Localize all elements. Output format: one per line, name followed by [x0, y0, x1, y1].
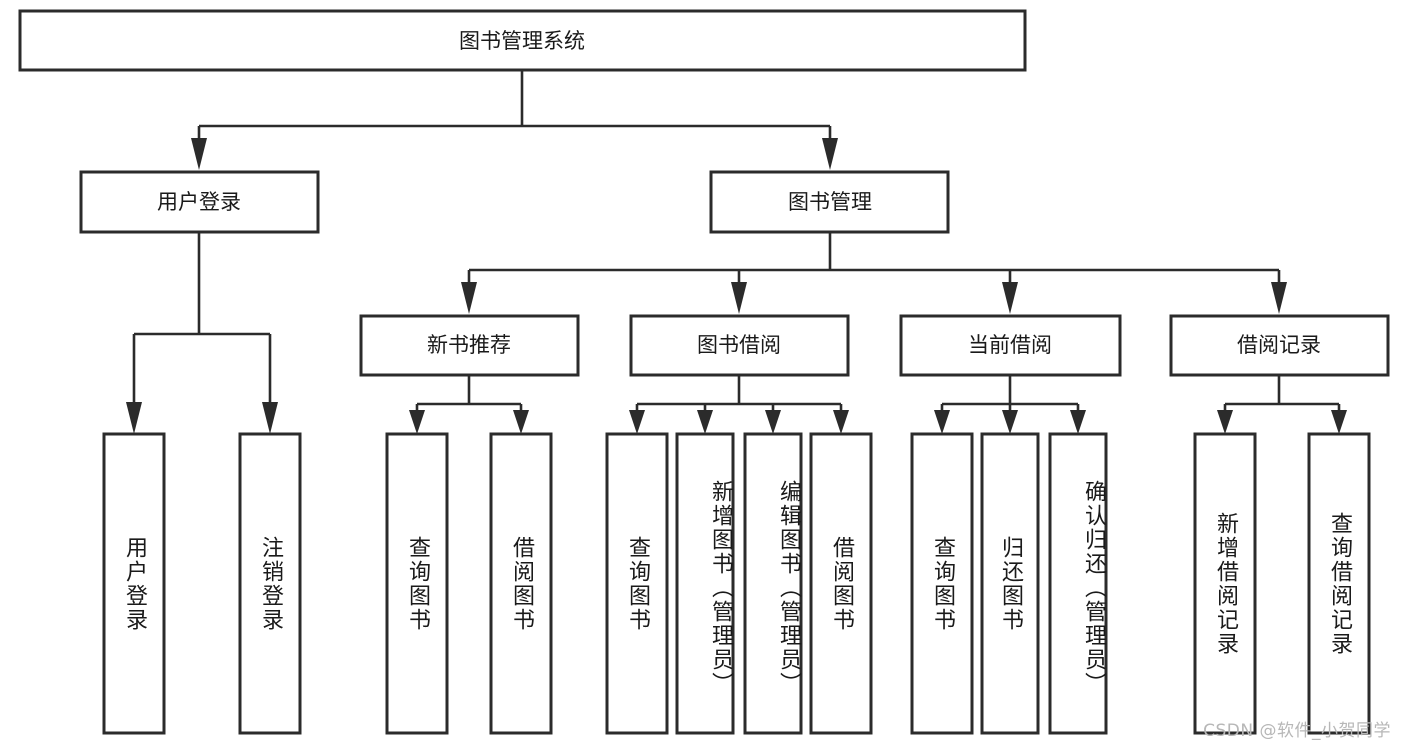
node-root-label: 图书管理系统	[459, 29, 585, 53]
arrow-head-leaf-confirm-return	[1070, 410, 1086, 434]
arrow-head-leaf-user-login	[126, 402, 142, 434]
node-book-borrow-box[interactable]	[629, 314, 850, 377]
connector-borrowrecord-to-leaves	[1217, 375, 1347, 434]
node-leaf-confirm-return-box[interactable]	[1048, 432, 1108, 735]
connector-bookborrow-to-leaves	[629, 375, 849, 434]
arrow-head-leaf-borrow-book-2	[833, 410, 849, 434]
connector-userlogin-to-leaves	[126, 232, 278, 434]
node-book-borrow-label: 图书借阅	[697, 333, 781, 357]
arrow-head-leaf-query-book-2	[629, 410, 645, 434]
node-book-borrow[interactable]: 图书借阅	[629, 314, 850, 377]
node-leaf-add-book-box[interactable]	[675, 432, 735, 735]
node-borrow-record-label: 借阅记录	[1237, 333, 1321, 357]
node-leaf-query-book-3-box[interactable]	[910, 432, 974, 735]
node-leaf-logout-login-box[interactable]	[238, 432, 302, 735]
node-new-book-recommend-box[interactable]	[359, 314, 580, 377]
node-user-login-box[interactable]	[79, 170, 320, 234]
node-root[interactable]: 图书管理系统	[18, 9, 1027, 72]
node-root-box[interactable]	[18, 9, 1027, 72]
node-new-book-recommend[interactable]: 新书推荐	[359, 314, 580, 377]
csdn-watermark: CSDN @软件_小贺同学	[1203, 721, 1391, 741]
node-borrow-record[interactable]: 借阅记录	[1169, 314, 1390, 377]
arrow-head-current-borrow	[1002, 282, 1018, 314]
arrow-head-book-borrow	[731, 282, 747, 314]
node-current-borrow[interactable]: 当前借阅	[899, 314, 1122, 377]
arrow-head-leaf-logout-login	[262, 402, 278, 434]
node-user-login-label: 用户登录	[157, 190, 241, 214]
node-leaf-query-book-2-box[interactable]	[605, 432, 669, 735]
arrow-head-leaf-add-book	[697, 410, 713, 434]
arrow-head-book-management	[822, 138, 838, 170]
node-leaf-query-book-1-box[interactable]	[385, 432, 449, 735]
leaf-boxes	[102, 432, 1371, 735]
connector-currentborrow-to-leaves	[934, 375, 1086, 434]
node-leaf-borrow-book-1-box[interactable]	[489, 432, 553, 735]
arrow-head-leaf-query-book-1	[409, 410, 425, 434]
arrow-head-borrow-record	[1271, 282, 1287, 314]
arrow-head-new-book-recommend	[461, 282, 477, 314]
node-current-borrow-label: 当前借阅	[968, 333, 1052, 357]
connector-newbook-to-leaves	[409, 375, 529, 434]
node-leaf-return-book-box[interactable]	[980, 432, 1040, 735]
node-book-management-box[interactable]	[709, 170, 950, 234]
node-leaf-edit-book-box[interactable]	[743, 432, 803, 735]
node-leaf-add-record-box[interactable]	[1193, 432, 1257, 735]
node-leaf-query-record-box[interactable]	[1307, 432, 1371, 735]
arrow-head-leaf-edit-book	[765, 410, 781, 434]
node-borrow-record-box[interactable]	[1169, 314, 1390, 377]
node-book-management-label: 图书管理	[788, 190, 872, 214]
arrow-head-user-login	[191, 138, 207, 170]
node-leaf-user-login-box[interactable]	[102, 432, 166, 735]
node-user-login[interactable]: 用户登录	[79, 170, 320, 234]
arrow-head-leaf-query-book-3	[934, 410, 950, 434]
arrow-head-leaf-add-record	[1217, 410, 1233, 434]
connector-bookmgmt-to-level3	[461, 232, 1287, 314]
arrow-head-leaf-borrow-book-1	[513, 410, 529, 434]
arrow-head-leaf-return-book	[1002, 410, 1018, 434]
node-current-borrow-box[interactable]	[899, 314, 1122, 377]
connector-root-to-level2	[191, 70, 838, 170]
node-leaf-borrow-book-2-box[interactable]	[809, 432, 873, 735]
node-book-management[interactable]: 图书管理	[709, 170, 950, 234]
arrow-head-leaf-query-record	[1331, 410, 1347, 434]
node-new-book-recommend-label: 新书推荐	[427, 333, 511, 357]
